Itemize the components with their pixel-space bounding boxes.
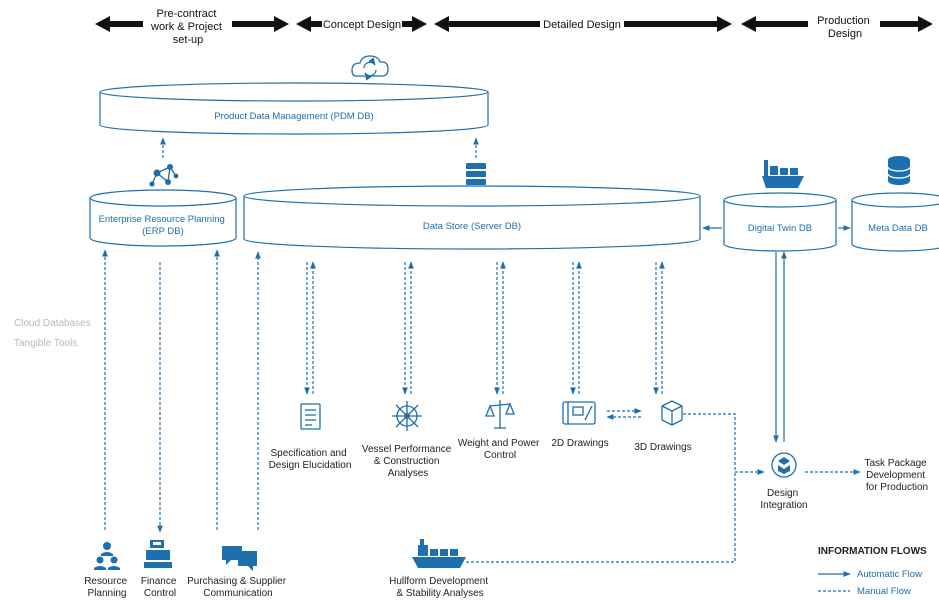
scale-icon [485, 400, 515, 429]
phase-arrow-detailed-right [624, 16, 732, 32]
resource-label: Resource Planning [84, 576, 130, 599]
meta-data-label: Meta Data DB [868, 223, 928, 234]
legend-manual-label: Manual Flow [857, 586, 911, 597]
network-icon [149, 164, 179, 187]
vessel-label: Vessel Performance & Construction Analys… [362, 444, 454, 479]
data-store-database: Data Store (Server DB) [243, 185, 701, 250]
phase-arrow-detailed-left [434, 16, 540, 32]
legend-automatic-label: Automatic Flow [857, 569, 922, 580]
pdm-label: Product Data Management (PDM DB) [214, 111, 373, 122]
legend: INFORMATION FLOWS Automatic Flow Manual … [818, 546, 927, 597]
phase-timeline: Pre-contract work & Project set-up Conce… [95, 8, 933, 46]
phase-arrow-production-left [741, 16, 808, 32]
cycle-icon [771, 452, 797, 478]
drawings-2d-label: 2D Drawings [551, 438, 608, 449]
phase-arrow-concept-left [296, 16, 322, 32]
hullform-label: Hullform Development & Stability Analyse… [389, 576, 491, 599]
digital-twin-label: Digital Twin DB [748, 223, 812, 234]
finance-label: Finance Control [141, 576, 179, 599]
weight-label: Weight and Power Control [458, 438, 542, 461]
cube-icon [661, 400, 683, 426]
server-icon [466, 163, 486, 185]
data-store-label: Data Store (Server DB) [423, 221, 521, 232]
phase-concept: Concept Design [323, 19, 401, 31]
erp-label: Enterprise Resource Planning (ERP DB) [99, 214, 228, 237]
blueprint-icon [562, 401, 596, 425]
erp-database: Enterprise Resource Planning (ERP DB) [89, 189, 237, 247]
flow-hullform-to-integration [466, 472, 736, 563]
spec-label: Specification and Design Elucidation [269, 448, 352, 471]
phase-production: Production Design [817, 15, 873, 40]
phase-arrow-production-right [880, 16, 933, 32]
flow-3d-to-integration [683, 413, 765, 475]
design-integration-label: Design Integration [760, 488, 807, 511]
cargo-ship-icon [762, 160, 804, 188]
pdm-database: Product Data Management (PDM DB) [99, 82, 489, 135]
phase-detailed: Detailed Design [543, 19, 621, 31]
ship-wheel-icon [392, 401, 422, 431]
checklist-icon [300, 403, 321, 430]
flows-store-tools [304, 261, 665, 395]
ship-icon [412, 539, 466, 568]
phase-pre-contract: Pre-contract work & Project set-up [150, 8, 225, 46]
phase-arrow-concept-right [402, 16, 427, 32]
digital-twin-database: Digital Twin DB [723, 192, 837, 252]
meta-data-database: Meta Data DB [851, 192, 939, 252]
layer-cloud-label: Cloud Databases [14, 318, 91, 329]
purchasing-label: Purchasing & Supplier Communication [187, 576, 289, 599]
cash-register-icon [144, 540, 172, 568]
legend-title: INFORMATION FLOWS [818, 546, 927, 557]
chat-icon [222, 546, 257, 571]
cloud-sync-icon [351, 55, 389, 81]
phase-arrow-pre-contract [95, 16, 143, 32]
phase-arrow-pre-contract-right [232, 16, 289, 32]
layer-tangible-label: Tangible Tools [14, 338, 77, 349]
task-package-label: Task Package Development for Production [864, 458, 929, 493]
users-icon [94, 542, 120, 570]
drawings-3d-label: 3D Drawings [634, 442, 691, 453]
database-icon [887, 156, 911, 185]
